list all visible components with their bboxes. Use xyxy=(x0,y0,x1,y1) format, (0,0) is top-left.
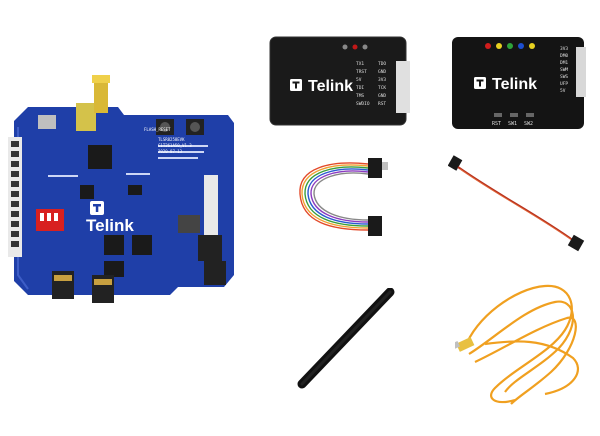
burner-large: 3V3 DM0 DM1 SWM SWS UFP 5V Telink RST SW… xyxy=(450,35,590,133)
burner-small-pin-l6: SWDIO xyxy=(356,101,370,107)
ribbon-cable xyxy=(290,150,400,245)
telink-logo-icon xyxy=(474,77,486,89)
usb-cable xyxy=(455,278,590,408)
burner-small-pin-l5: TMS xyxy=(356,93,364,99)
dev-board: Telink FLASH_RESET TLSR8258EVK C1T261A50… xyxy=(8,75,240,310)
burner-large-brand: Telink xyxy=(492,76,537,93)
burner-large-pin-4: SWM xyxy=(560,67,568,73)
burner-small-pin-r2: GND xyxy=(378,69,386,75)
burner-small: TX1 TRST 5V TDI TMS SWDIO TDO GND 3V3 TC… xyxy=(268,35,418,130)
burner-small-pin-r3: 3V3 xyxy=(378,77,386,83)
burner-small-pin-r4: TCK xyxy=(378,85,386,91)
telink-logo-icon xyxy=(90,201,104,215)
burner-large-pin-7: 5V xyxy=(560,88,566,94)
burner-large-pin-1: 3V3 xyxy=(560,46,568,52)
burner-large-pin-5: SWS xyxy=(560,74,568,80)
burner-large-bottom-2: SW1 xyxy=(508,121,517,127)
burner-small-pin-l2: TRST xyxy=(356,69,367,75)
burner-large-bottom-1: RST xyxy=(492,121,501,127)
board-brand-text: Telink xyxy=(86,216,134,235)
antenna xyxy=(290,288,400,393)
burner-small-pin-r1: TDO xyxy=(378,61,386,67)
board-button-label: FLASH_RESET xyxy=(144,127,171,132)
red-wire xyxy=(448,155,588,255)
burner-large-bottom-3: SW2 xyxy=(524,121,533,127)
burner-large-pin-6: UFP xyxy=(560,81,568,87)
burner-small-pin-l1: TX1 xyxy=(356,61,364,67)
burner-small-pin-l3: 5V xyxy=(356,77,362,83)
board-silk-line-2: C1T261A50_V1.3 xyxy=(158,143,192,148)
burner-small-pin-r6: RST xyxy=(378,101,386,107)
board-silk-line-3: 2020-07-13 xyxy=(158,149,183,154)
burner-large-pin-3: DM1 xyxy=(560,60,568,66)
burner-small-pin-l4: TDI xyxy=(356,85,364,91)
burner-large-pin-2: DM0 xyxy=(560,53,568,59)
board-silk-line-1: TLSR8258EVK xyxy=(158,137,185,142)
burner-small-pin-r5: GND xyxy=(378,93,386,99)
burner-small-brand: Telink xyxy=(308,78,353,95)
telink-logo-icon xyxy=(290,79,302,91)
